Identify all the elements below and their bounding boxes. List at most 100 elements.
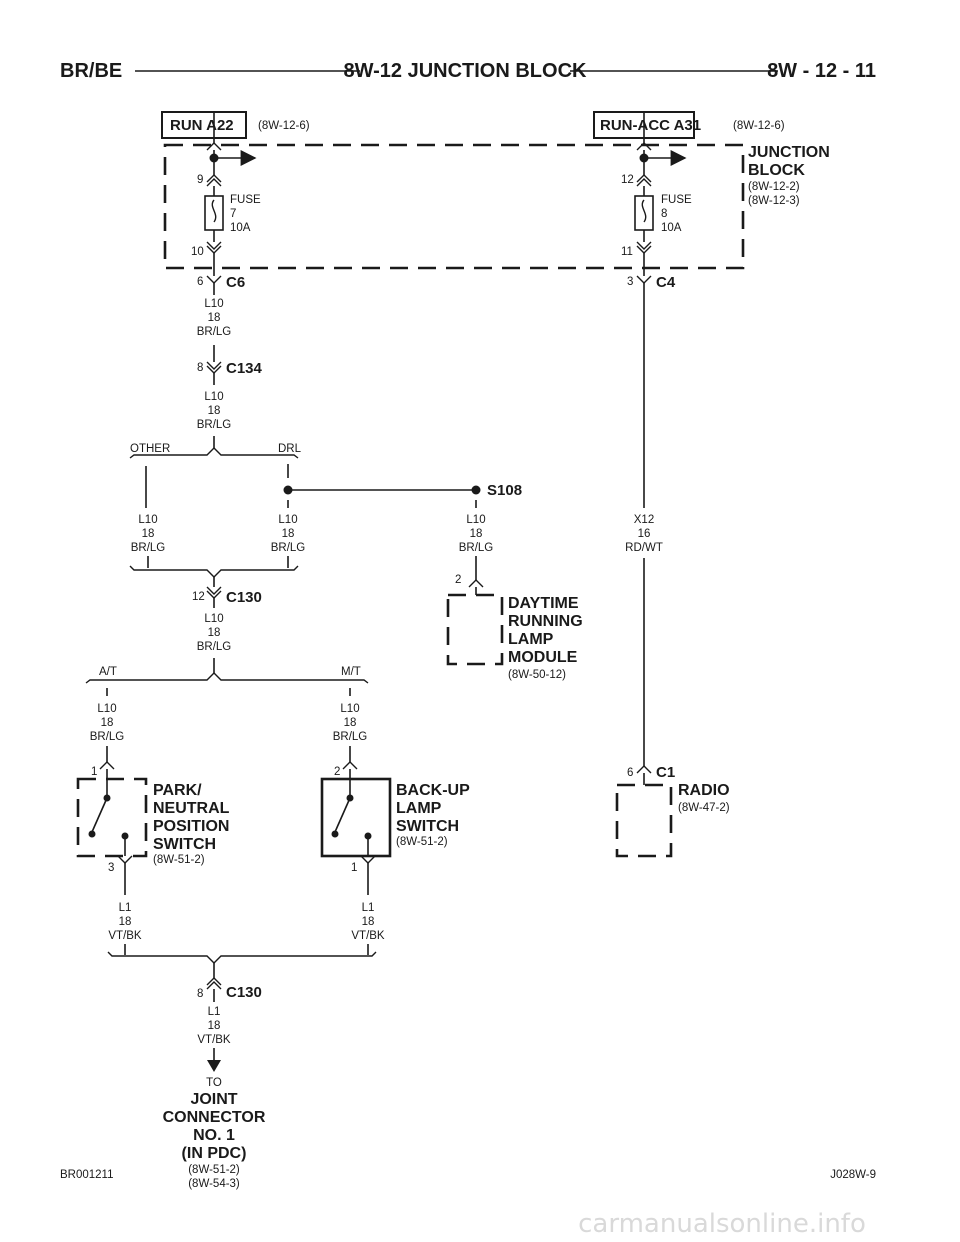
fuse-7-pin-in: 9 <box>197 174 203 186</box>
destination-label-1: JOINT <box>190 1091 237 1108</box>
c134-connector-label: C134 <box>226 360 263 377</box>
drl-module-label-1: DAYTIME <box>508 595 579 612</box>
c130b-pin: 8 <box>197 988 203 1000</box>
watermark: carmanualsonline.info <box>578 1209 866 1239</box>
svg-text:L1: L1 <box>362 902 375 914</box>
header-left: BR/BE <box>60 60 122 82</box>
fuse-7-pin-out: 10 <box>191 246 204 258</box>
branch-other-label: OTHER <box>130 443 170 455</box>
svg-text:18: 18 <box>208 1020 221 1032</box>
drl-module-boundary <box>446 593 504 666</box>
drl-module-label-2: RUNNING <box>508 613 583 630</box>
run-a22-ref: (8W-12-6) <box>258 120 310 132</box>
wire-label-l1c: L1 18 VT/BK <box>197 1006 231 1046</box>
fuse-8-circuit <box>634 112 687 508</box>
svg-text:18: 18 <box>362 916 375 928</box>
header-page-number: 8W - 12 - 11 <box>767 60 876 82</box>
destination-arrow <box>207 1048 221 1072</box>
c130-bottom-connector <box>107 944 377 1002</box>
backup-switch-ref: (8W-51-2) <box>396 836 448 848</box>
fuse-8-number: 8 <box>661 208 667 220</box>
branch-at-label: A/T <box>99 666 117 678</box>
svg-text:L10: L10 <box>340 703 359 715</box>
wire-label-w2: L10 18 BR/LG <box>197 391 232 431</box>
destination-ref-2: (8W-54-3) <box>188 1178 240 1190</box>
svg-text:BR/LG: BR/LG <box>197 326 232 338</box>
radio-connector <box>636 558 652 785</box>
wire-label-at: L10 18 BR/LG <box>90 703 125 743</box>
branch-drl-label: DRL <box>278 443 302 455</box>
fuse-7-number: 7 <box>230 208 236 220</box>
svg-text:L10: L10 <box>204 613 223 625</box>
c6-connector-label: C6 <box>226 274 245 291</box>
svg-text:L10: L10 <box>138 514 157 526</box>
branch-mt-label: M/T <box>341 666 361 678</box>
wire-label-s108: L10 18 BR/LG <box>459 514 494 554</box>
svg-text:18: 18 <box>142 528 155 540</box>
run-acc-a31-ref: (8W-12-6) <box>733 120 785 132</box>
wire-label-mt: L10 18 BR/LG <box>333 703 368 743</box>
backup-switch-label-2: LAMP <box>396 800 442 817</box>
svg-text:BR/LG: BR/LG <box>459 542 494 554</box>
fuse-8-pin-in: 12 <box>621 174 634 186</box>
wire-label-l1b: L1 18 VT/BK <box>351 902 385 942</box>
footer-right-code: J028W-9 <box>830 1169 876 1181</box>
wire-label-x12: X12 16 RD/WT <box>625 514 663 554</box>
junction-block-boundary <box>163 143 745 270</box>
svg-text:18: 18 <box>119 916 132 928</box>
destination-to: TO <box>206 1077 222 1089</box>
svg-text:L10: L10 <box>278 514 297 526</box>
pnp-switch-label-2: NEUTRAL <box>153 800 230 817</box>
junction-block-label-1: JUNCTION <box>748 144 830 161</box>
pnp-switch-label-4: SWITCH <box>153 836 216 853</box>
radio-ref: (8W-47-2) <box>678 802 730 814</box>
fuse-8-rating: 10A <box>661 222 682 234</box>
backup-switch-label-3: SWITCH <box>396 818 459 835</box>
fuse-8-title: FUSE <box>661 194 692 206</box>
svg-text:18: 18 <box>208 405 221 417</box>
svg-text:18: 18 <box>344 717 357 729</box>
run-acc-a31-label: RUN-ACC A31 <box>600 117 701 134</box>
svg-text:L10: L10 <box>204 391 223 403</box>
c4-connector-label: C4 <box>656 274 676 291</box>
svg-text:BR/LG: BR/LG <box>197 419 232 431</box>
branch-at-mt <box>85 658 369 696</box>
c1-pin: 6 <box>627 767 633 779</box>
svg-text:18: 18 <box>470 528 483 540</box>
c134-pin: 8 <box>197 362 203 374</box>
svg-text:L10: L10 <box>204 298 223 310</box>
c4-pin: 3 <box>627 276 633 288</box>
svg-text:BR/LG: BR/LG <box>90 731 125 743</box>
radio-boundary <box>615 783 673 858</box>
c130-top-connector <box>129 556 299 608</box>
svg-text:18: 18 <box>101 717 114 729</box>
svg-text:BR/LG: BR/LG <box>197 641 232 653</box>
pnp-switch-pin-top: 1 <box>91 766 97 778</box>
pnp-switch-label-1: PARK/ <box>153 782 202 799</box>
c130a-pin: 12 <box>192 591 205 603</box>
destination-ref-1: (8W-51-2) <box>188 1164 240 1176</box>
fuse-8-pin-out: 11 <box>621 246 633 258</box>
backup-switch-pin-top: 2 <box>334 766 340 778</box>
branch-other-drl <box>129 436 481 508</box>
s108-splice-label: S108 <box>487 482 522 499</box>
svg-text:18: 18 <box>208 312 221 324</box>
c1-connector-label: C1 <box>656 764 675 781</box>
svg-text:L10: L10 <box>466 514 485 526</box>
svg-text:L1: L1 <box>119 902 132 914</box>
svg-text:L1: L1 <box>208 1006 221 1018</box>
footer-left-code: BR001211 <box>60 1169 114 1181</box>
backup-switch-circuit <box>331 746 376 895</box>
run-a22-label: RUN A22 <box>170 117 234 134</box>
pnp-switch-boundary <box>76 777 148 858</box>
svg-text:18: 18 <box>208 627 221 639</box>
pnp-switch-pin-bottom: 3 <box>108 862 114 874</box>
svg-text:L10: L10 <box>97 703 116 715</box>
c134-connector <box>206 345 222 385</box>
drl-module-pin: 2 <box>455 574 461 586</box>
destination-label-2: CONNECTOR <box>163 1109 266 1126</box>
svg-text:VT/BK: VT/BK <box>108 930 142 942</box>
svg-text:BR/LG: BR/LG <box>333 731 368 743</box>
wire-label-w1: L10 18 BR/LG <box>197 298 232 338</box>
